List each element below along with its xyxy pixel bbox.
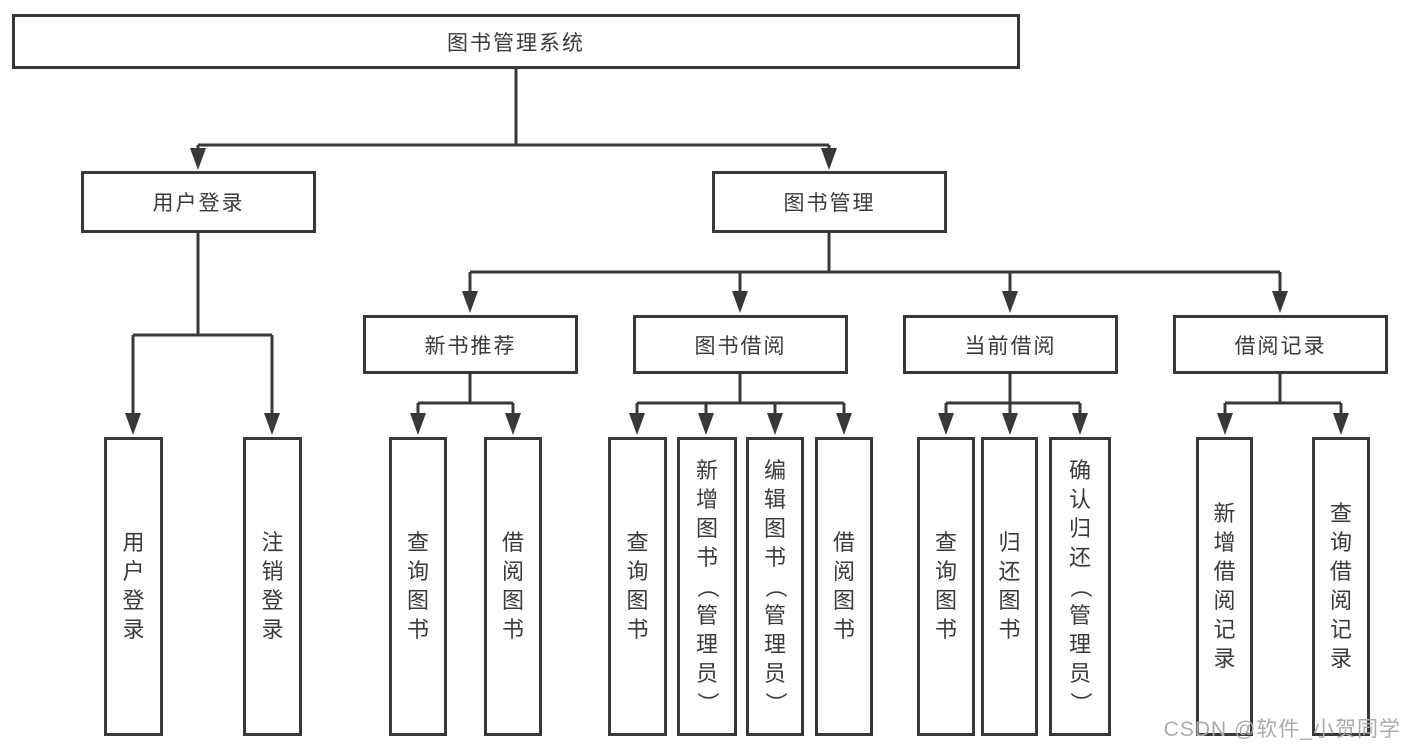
leaf-borrow-books-recommend: 借阅图书 — [484, 437, 542, 736]
leaf-edit-book-admin: 编辑图书（管理员） — [746, 437, 804, 736]
node-book-borrowing: 图书借阅 — [633, 315, 848, 374]
csdn-watermark: CSDN @软件_小贺同学 — [1163, 718, 1401, 741]
leaf-borrow-books-borrowing: 借阅图书 — [815, 437, 873, 736]
leaf-confirm-return-admin: 确认归还（管理员） — [1049, 437, 1111, 736]
leaf-add-book-admin: 新增图书（管理员） — [677, 437, 737, 736]
node-borrowing-records: 借阅记录 — [1173, 315, 1388, 374]
node-new-book-recommend: 新书推荐 — [363, 315, 578, 374]
node-book-management: 图书管理 — [712, 171, 947, 233]
leaf-query-borrow-record: 查询借阅记录 — [1312, 437, 1370, 736]
leaf-user-login: 用户登录 — [104, 437, 163, 736]
leaf-query-books-current: 查询图书 — [917, 437, 975, 736]
leaf-query-books-recommend: 查询图书 — [389, 437, 447, 736]
leaf-add-borrow-record: 新增借阅记录 — [1196, 437, 1253, 736]
leaf-logout: 注销登录 — [243, 437, 302, 736]
node-user-login: 用户登录 — [81, 171, 316, 233]
leaf-return-books: 归还图书 — [981, 437, 1038, 736]
node-root: 图书管理系统 — [12, 14, 1020, 69]
leaf-query-books-borrowing: 查询图书 — [608, 437, 667, 736]
node-current-borrowing: 当前借阅 — [903, 315, 1118, 374]
